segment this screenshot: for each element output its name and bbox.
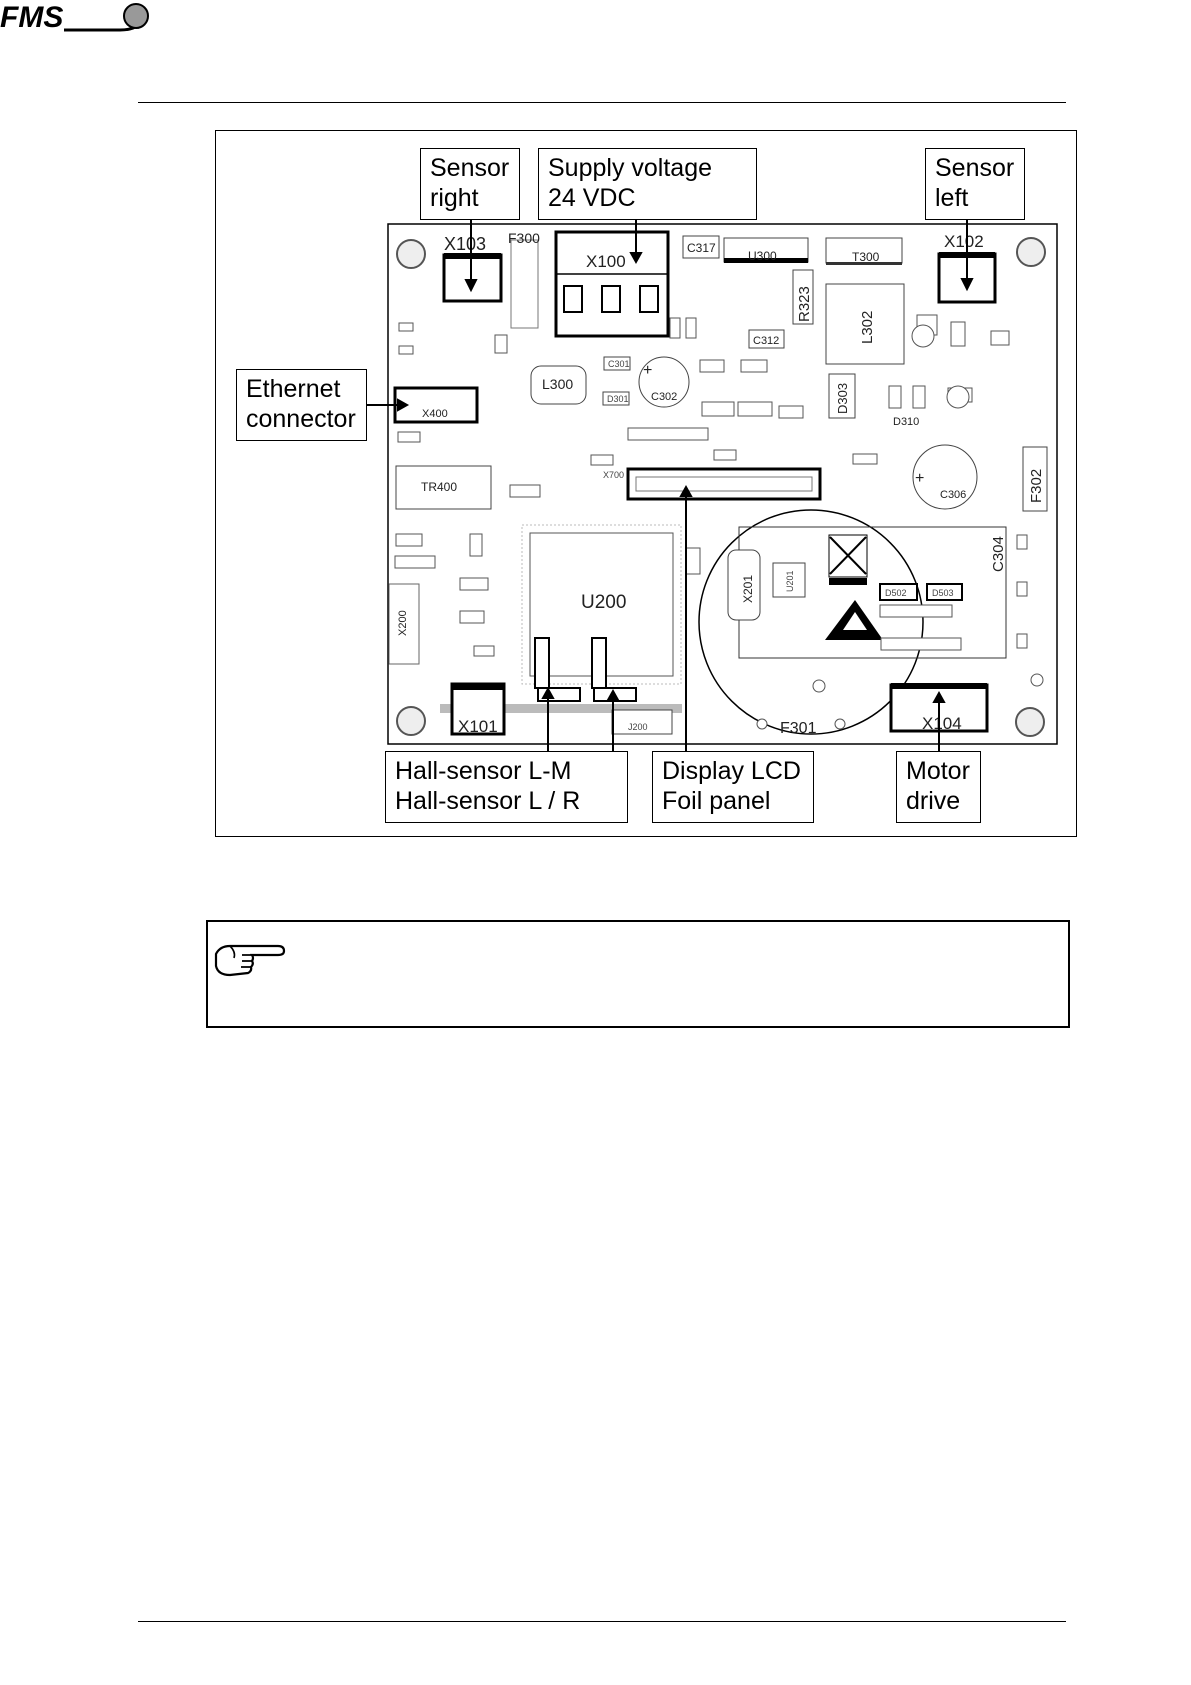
hall-sensor-lm: [534, 637, 550, 689]
label-d503: D503: [932, 588, 954, 598]
transformer-tr400: [395, 465, 492, 510]
label-c317: C317: [687, 241, 716, 255]
label-u300: U300: [748, 249, 777, 263]
label-d310: D310: [893, 416, 919, 428]
label-c304: C304: [990, 536, 1007, 572]
connector-j200: [611, 709, 673, 735]
header-rule: [138, 102, 1066, 103]
label-x100: X100: [586, 252, 626, 271]
diode-d503: [926, 583, 963, 601]
callout-text: Hall-sensor L / R: [395, 787, 581, 815]
callout-sensor-left: Sensor left: [925, 148, 1025, 220]
label-c306: C306: [940, 489, 966, 501]
cap-c306: [912, 444, 978, 510]
fuse-f302: [1022, 446, 1048, 512]
callout-text: Ethernet: [246, 375, 341, 403]
svg-text:+: +: [643, 362, 652, 379]
label-x101: X101: [458, 717, 498, 736]
label-c301: C301: [608, 359, 630, 369]
label-d303: D303: [835, 383, 850, 414]
cap-c312: [748, 329, 785, 349]
callout-text: right: [430, 184, 479, 212]
label-l300: L300: [542, 376, 573, 392]
callout-text: Sensor: [935, 154, 1015, 182]
ic-u201: [772, 562, 806, 598]
footer-rule: [138, 1621, 1066, 1622]
fms-logo-text: FMS: [0, 1, 63, 34]
callout-text: Supply voltage: [548, 154, 713, 182]
callout-sensor-right: Sensor right: [420, 148, 520, 220]
resistor-r323: [792, 269, 814, 325]
label-f301: F301: [780, 720, 817, 737]
label-c312: C312: [753, 335, 779, 347]
callout-ethernet-connector: Ethernet connector: [236, 369, 367, 441]
label-x102: X102: [944, 232, 984, 251]
note-box: [206, 920, 1070, 1028]
label-t300: T300: [852, 250, 880, 264]
connector-x200: [388, 583, 420, 665]
cap-c317: [682, 235, 720, 259]
callout-text: Foil panel: [662, 787, 771, 815]
callout-display-lcd: Display LCD Foil panel: [652, 751, 814, 823]
label-x201: X201: [741, 575, 755, 603]
callout-text: Display LCD: [662, 757, 801, 785]
callout-motor-drive: Motor drive: [896, 751, 981, 823]
gray-bar: [440, 704, 682, 713]
diode-d502: [879, 583, 918, 601]
connector-x101: [450, 682, 506, 736]
callout-text: drive: [906, 787, 961, 815]
label-x400: X400: [422, 408, 448, 420]
callout-text: connector: [246, 405, 356, 433]
inductor-l302: [825, 283, 905, 365]
fms-logo: FMS: [0, 1, 149, 34]
mounting-hole: [1016, 237, 1046, 267]
mounting-hole: [396, 706, 426, 736]
crystal-x201: [727, 549, 761, 621]
label-d502: D502: [885, 588, 907, 598]
label-tr400: TR400: [421, 480, 457, 494]
callout-text: 24 VDC: [548, 184, 636, 212]
mounting-hole: [1015, 707, 1045, 737]
label-x104: X104: [922, 714, 962, 733]
hall-sensor-lr: [591, 637, 607, 689]
label-l302: L302: [859, 311, 876, 344]
label-f300: F300: [508, 230, 540, 246]
fuse-f300: [510, 239, 539, 329]
pointing-hand-icon: [214, 944, 286, 977]
label-d301: D301: [607, 394, 629, 404]
callout-supply-voltage: Supply voltage 24 VDC: [538, 148, 757, 220]
label-f302: F302: [1028, 469, 1045, 503]
label-r323: R323: [796, 286, 813, 322]
connector-x100: [554, 230, 670, 338]
inductor-l300: [530, 365, 587, 405]
mounting-hole: [396, 239, 426, 269]
figure-frame: [215, 130, 1077, 837]
callout-text: Motor: [906, 757, 970, 785]
connector-x103: [442, 253, 503, 303]
callout-text: left: [935, 184, 969, 212]
display-area-circle: [698, 509, 924, 735]
label-x200: X200: [397, 610, 409, 636]
callout-text: Hall-sensor L-M: [395, 757, 572, 785]
callout-text: Sensor: [430, 154, 510, 182]
label-j200: J200: [628, 722, 648, 732]
label-x103: X103: [444, 234, 486, 254]
label-u201: U201: [785, 570, 795, 592]
label-x700: X700: [603, 470, 624, 480]
label-u200: U200: [581, 592, 626, 613]
cap-c302: [638, 356, 690, 408]
callout-hall-sensor: Hall-sensor L-M Hall-sensor L / R: [385, 751, 628, 823]
svg-text:+: +: [915, 470, 924, 487]
diode-d303: [828, 373, 856, 419]
label-c302: C302: [651, 391, 677, 403]
